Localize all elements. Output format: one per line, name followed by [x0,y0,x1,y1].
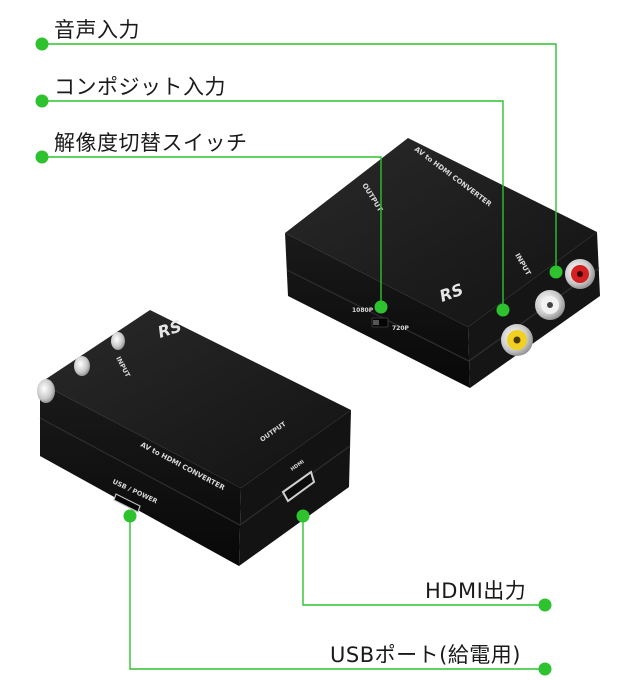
leader-lines [42,43,557,670]
callout-composite-in: コンポジット入力 [54,75,226,99]
dot-usb-port [123,509,137,523]
dot-usb-label [538,662,552,676]
switch-label-1080p: 1080P [352,307,374,314]
dot-audio-jack [549,265,563,279]
hdmi-port[interactable] [281,470,316,503]
leader-dots [35,37,563,676]
callout-audio-in: 音声入力 [54,18,140,42]
front-device-top [40,310,351,488]
rca-jack-red[interactable] [565,259,595,289]
dot-switch [374,300,388,314]
callout-usb-port: USBポート(給電用) [330,643,521,667]
resolution-switch-knob [373,320,379,325]
rca-jack-white[interactable] [535,290,565,320]
dot-composite-jack [496,303,510,317]
leader-audio-in [42,43,557,272]
converter-back-view: OUTPUT AV to HDMI CONVERTER INPUT RS 108… [285,138,600,388]
usb-port[interactable] [113,493,141,513]
front-rca-jack-1 [111,332,125,350]
rca-jack-yellow[interactable] [501,324,533,356]
dot-hdmi-label [538,598,552,612]
leader-resolution-switch [42,156,382,307]
converter-front-view: RS INPUT OUTPUT AV to HDMI CONVERTER USB… [37,310,351,566]
dot-audio-label [35,37,49,51]
callout-hdmi-out: HDMI出力 [425,579,527,603]
front-rca-jack-2 [74,356,90,376]
dot-hdmi-port [296,509,310,523]
front-rca-jack-3 [37,379,55,403]
leader-composite-in [42,100,504,310]
back-device-top [285,138,597,327]
dot-composite-label [35,94,49,108]
leader-usb-port [129,516,545,670]
switch-label-720p: 720P [392,325,410,332]
leader-hdmi-out [302,516,545,606]
callout-resolution-switch: 解像度切替スイッチ [54,131,248,155]
front-device-left-side [40,383,241,566]
dot-switch-label [35,150,49,164]
